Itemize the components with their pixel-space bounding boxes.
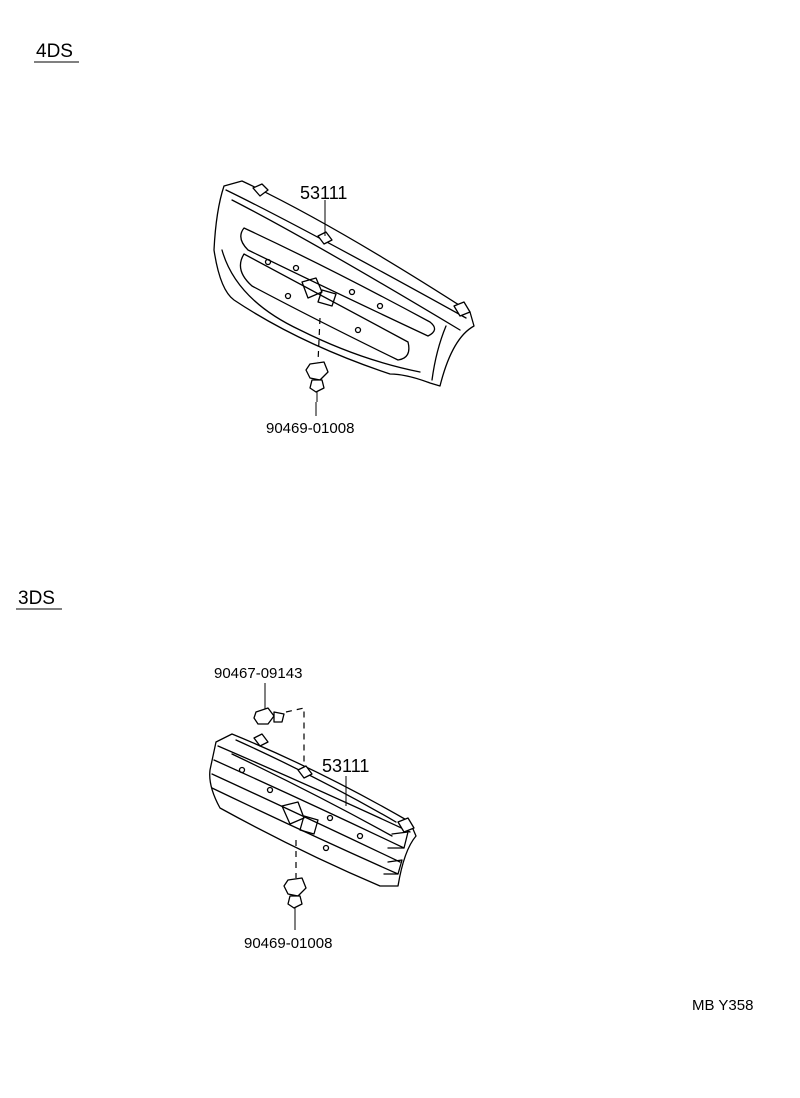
part-label-grille-3ds: 53111 [322,756,369,776]
part-label-screw-3ds: 90467-09143 [214,665,302,682]
diagram-reference-code: MB Y358 [692,997,753,1014]
section-heading-3ds: 3DS [18,588,55,609]
part-label-grille-4ds: 53111 [300,183,347,203]
part-label-clip-3ds: 90469-01008 [244,935,332,952]
assembly-line-screw-3ds [285,707,305,770]
section-heading-4ds: 4DS [36,41,73,62]
clip-3ds-drawing [283,877,307,918]
part-label-clip-4ds: 90469-01008 [266,420,354,437]
grille-4ds-drawing [213,180,475,387]
assembly-line-4ds [317,317,321,363]
screw-3ds-drawing [253,707,285,725]
section-3ds: 3DS 90467-09143 [16,588,417,952]
section-4ds: 4DS [34,41,475,437]
clip-4ds-drawing [305,361,329,402]
grille-3ds-drawing [209,733,417,887]
